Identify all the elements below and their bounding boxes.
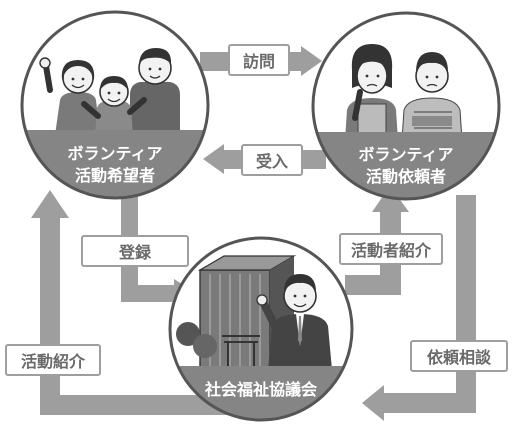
requesters-label-line1: ボランティア: [358, 145, 453, 164]
volunteers-node: ボランティア 活動希望者: [20, 10, 210, 200]
visit-label: 訪問: [243, 52, 275, 71]
introduce-volunteer-label: 活動者紹介: [351, 241, 432, 260]
introduce-volunteer-label-box: 活動者紹介: [339, 233, 443, 265]
requesters-illustration: [313, 44, 499, 199]
consult-label: 依頼相談: [427, 348, 492, 367]
accept-label-box: 受入: [241, 144, 303, 176]
volunteers-label-line2: 活動希望者: [75, 166, 155, 185]
consult-label-box: 依頼相談: [410, 340, 508, 372]
register-label: 登録: [118, 243, 152, 262]
requesters-node: ボランティア 活動依頼者: [311, 11, 501, 201]
volunteers-illustration: [22, 48, 208, 198]
visit-label-box: 訪問: [228, 44, 290, 76]
introduce-activity-label-box: 活動紹介: [5, 344, 101, 376]
volunteers-label-line1: ボランティア: [67, 144, 162, 163]
arrow-consult: [362, 195, 476, 421]
requesters-label-line2: 活動依頼者: [366, 167, 446, 186]
introduce-activity-label: 活動紹介: [21, 352, 86, 371]
accept-label: 受入: [256, 152, 288, 171]
register-label-box: 登録: [81, 235, 189, 267]
council-label: 社会福祉協議会: [204, 380, 317, 399]
